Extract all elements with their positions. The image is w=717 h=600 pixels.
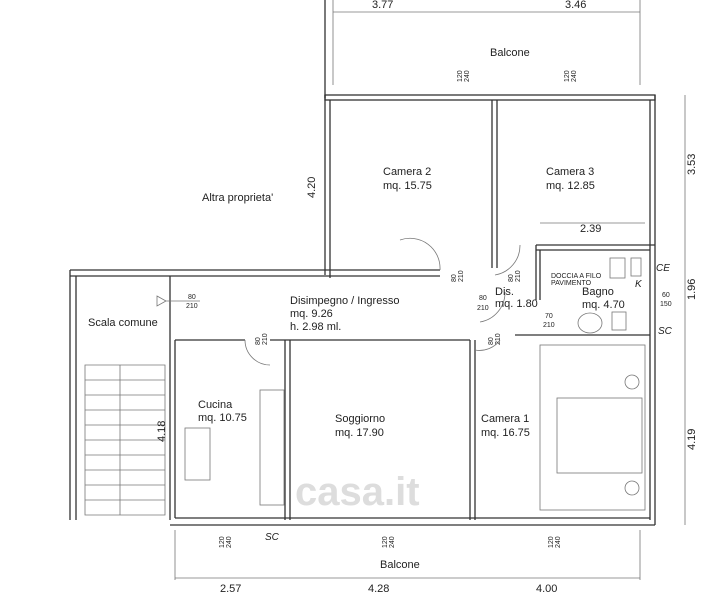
opening-size-label: 240 <box>555 536 562 548</box>
opening-size-label: 240 <box>389 536 396 548</box>
camera1-name: Camera 1 <box>481 413 529 425</box>
sc-marker-right: SC <box>658 326 673 337</box>
cucina-name: Cucina <box>198 399 233 411</box>
disimpegno-area: mq. 9.26 <box>290 308 333 320</box>
scala-name: Scala comune <box>88 317 158 329</box>
shower-note: DOCCIA A FILO <box>551 273 602 280</box>
opening-size-label: 240 <box>571 70 578 82</box>
opening-size-label: 60 <box>662 292 670 299</box>
dim-top-2: 3.46 <box>565 0 586 11</box>
bagno-area: mq. 4.70 <box>582 299 625 311</box>
camera2-area: mq. 15.75 <box>383 180 432 192</box>
opening-size-label: 70 <box>545 313 553 320</box>
opening-size-label: 80 <box>488 337 495 345</box>
soggiorno-area: mq. 17.90 <box>335 427 384 439</box>
walls <box>69 94 656 526</box>
opening-size-label: 210 <box>495 333 502 345</box>
opening-size-label: 120 <box>548 536 555 548</box>
opening-size-label: 240 <box>226 536 233 548</box>
opening-size-label: 80 <box>451 274 458 282</box>
shower-note-2: PAVIMENTO <box>551 280 592 287</box>
altra-proprieta: Altra proprieta' <box>202 192 273 204</box>
dim-bottom-2: 4.28 <box>368 583 389 595</box>
opening-size-label: 210 <box>458 270 465 282</box>
dim-right-mid: 1.96 <box>686 279 698 300</box>
opening-size-label: 210 <box>543 322 555 329</box>
opening-size-label: 210 <box>262 333 269 345</box>
opening-size-label: 120 <box>564 70 571 82</box>
balcony-top: 3.77 3.46 Balcone <box>324 0 641 98</box>
opening-size-label: 120 <box>382 536 389 548</box>
dim-left-low: 4.18 <box>156 421 168 442</box>
dim-inner-cam3: 2.39 <box>580 223 601 235</box>
ce-marker: CE <box>656 263 670 274</box>
opening-size-label: 80 <box>479 295 487 302</box>
opening-size-label: 210 <box>186 303 198 310</box>
opening-size-label: 80 <box>508 274 515 282</box>
cucina-area: mq. 10.75 <box>198 412 247 424</box>
opening-size-label: 120 <box>457 70 464 82</box>
dis-name: Dis. <box>495 286 514 298</box>
opening-size-label: 80 <box>188 294 196 301</box>
bagno-name: Bagno <box>582 286 614 298</box>
disimpegno-height: h. 2.98 ml. <box>290 321 341 333</box>
camera1-area: mq. 16.75 <box>481 427 530 439</box>
opening-size-label: 80 <box>255 337 262 345</box>
dim-bottom-1: 2.57 <box>220 583 241 595</box>
opening-size-label: 240 <box>464 70 471 82</box>
balcony-bottom: Balcone 2.57 4.28 4.00 <box>174 530 641 595</box>
sc-marker-bottom: SC <box>265 532 280 543</box>
dis-area: mq. 1.80 <box>495 298 538 310</box>
opening-size-label: 120 <box>219 536 226 548</box>
dim-left-upper: 4.20 <box>306 177 318 198</box>
balcone-top-label: Balcone <box>490 47 530 59</box>
opening-size-label: 210 <box>477 305 489 312</box>
stairs <box>84 364 166 516</box>
disimpegno-name: Disimpegno / Ingresso <box>290 295 399 307</box>
opening-size-label: 210 <box>515 270 522 282</box>
dim-bottom-3: 4.00 <box>536 583 557 595</box>
camera2-name: Camera 2 <box>383 166 431 178</box>
k-marker: K <box>635 279 643 290</box>
dim-top-1: 3.77 <box>372 0 393 11</box>
opening-size-label: 150 <box>660 301 672 308</box>
dim-right-upper: 3.53 <box>686 154 698 175</box>
soggiorno-name: Soggiorno <box>335 413 385 425</box>
camera3-area: mq. 12.85 <box>546 180 595 192</box>
camera3-name: Camera 3 <box>546 166 594 178</box>
dim-right-low: 4.19 <box>686 429 698 450</box>
balcone-bottom-label: Balcone <box>380 559 420 571</box>
furniture <box>184 257 646 511</box>
watermark: casa.it <box>295 470 420 514</box>
